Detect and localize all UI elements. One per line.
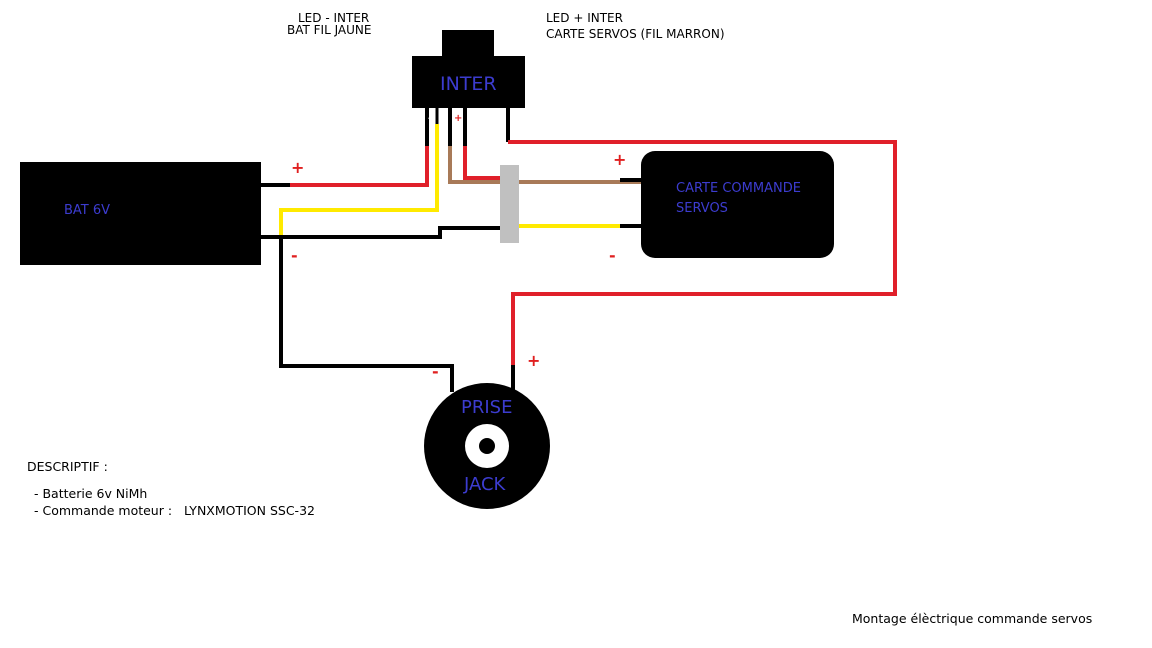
wire-red-pin-to-connector: [463, 146, 500, 180]
jack-minus-sign: -: [432, 362, 439, 381]
battery-block: [20, 162, 261, 265]
wire-brown-led-plus: [448, 146, 641, 184]
descriptif-item-1: - Batterie 6v NiMh: [34, 486, 148, 501]
wire-battery-plus-red-color: [290, 146, 429, 187]
jack-label-1: PRISE: [461, 397, 513, 418]
wire-red-loop: [508, 140, 897, 368]
board-label-2: SERVOS: [676, 201, 728, 216]
board-plus-sign: +: [613, 150, 627, 169]
switch-plus-sign: +: [454, 113, 463, 124]
wire-battery-plus-red: [261, 148, 429, 187]
switch-top-tab: [442, 30, 494, 57]
diagram-caption: Montage élèctrique commande servos: [852, 611, 1093, 626]
descriptif-item-2: - Commande moteur :: [34, 503, 173, 518]
board-label-1: CARTE COMMANDE: [676, 181, 801, 196]
connector-strip: [500, 165, 519, 243]
switch-body: [412, 56, 525, 108]
descriptif-item-2-value: LYNXMOTION SSC-32: [184, 503, 315, 518]
led-minus-label-1: LED - INTER: [298, 11, 370, 25]
descriptif-title: DESCRIPTIF :: [27, 459, 108, 474]
led-plus-label-2: CARTE SERVOS (FIL MARRON): [546, 27, 725, 41]
led-minus-label-2: BAT FIL JAUNE: [287, 23, 372, 37]
switch-label: INTER: [440, 73, 497, 95]
battery-minus-sign: -: [291, 246, 298, 265]
board-minus-sign: -: [609, 246, 616, 265]
jack-plus-sign: +: [527, 351, 541, 370]
jack-label-2: JACK: [464, 474, 506, 495]
led-plus-label-1: LED + INTER: [546, 11, 623, 25]
control-board: [641, 151, 834, 258]
battery-plus-sign: +: [291, 158, 305, 177]
battery-label: BAT 6V: [64, 203, 111, 218]
switch-minus-sign: -: [428, 113, 433, 124]
wire-black-jack-minus: [279, 237, 454, 392]
jack-hole: [479, 438, 495, 454]
wire-yellow-led-minus: [279, 124, 439, 237]
wire-battery-minus-black: [261, 226, 500, 239]
